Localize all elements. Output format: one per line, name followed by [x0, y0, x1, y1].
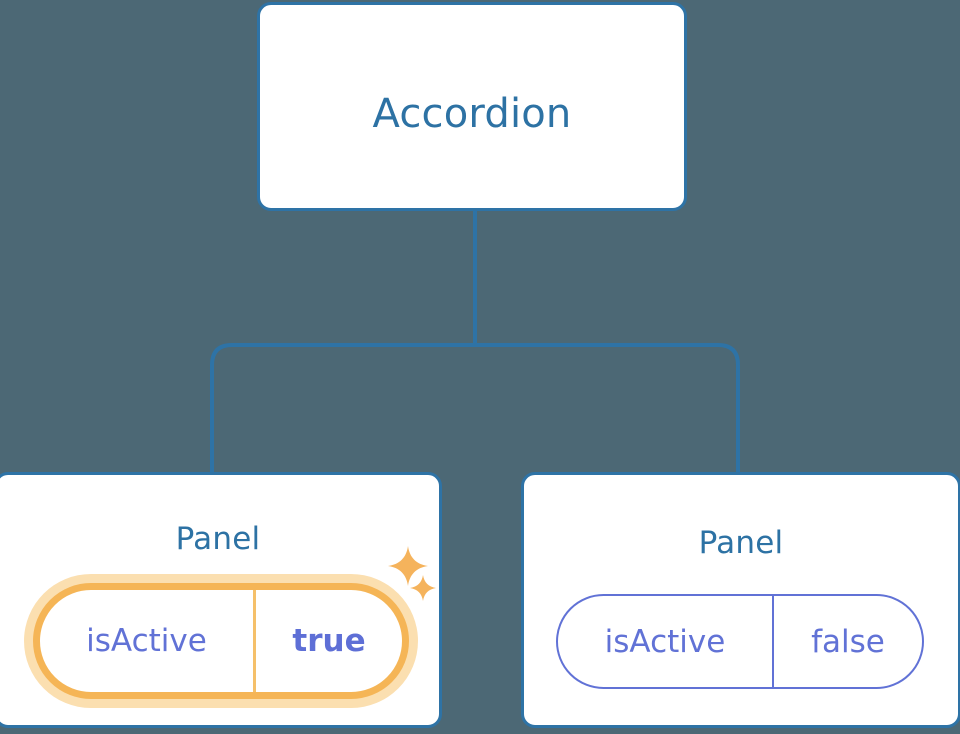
connector-bus-right — [475, 343, 740, 473]
sparkle-large-icon — [388, 546, 428, 586]
prop-pill-isactive-true[interactable]: isActive true — [33, 583, 409, 699]
node-accordion[interactable]: Accordion — [257, 2, 687, 211]
sparkle-small-icon — [410, 575, 436, 601]
prop-key: isActive — [604, 623, 726, 660]
connector-bus-left — [210, 343, 475, 473]
prop-pill-isactive-false[interactable]: isActive false — [556, 594, 924, 689]
prop-value: true — [253, 590, 402, 692]
node-panel-inactive-title: Panel — [698, 525, 784, 561]
prop-pill-body[interactable]: isActive false — [556, 594, 924, 689]
prop-value: false — [772, 596, 922, 687]
node-panel-active-title: Panel — [175, 521, 261, 557]
prop-pill-body[interactable]: isActive true — [33, 583, 409, 699]
node-accordion-title: Accordion — [372, 91, 572, 137]
prop-key: isActive — [86, 623, 207, 659]
